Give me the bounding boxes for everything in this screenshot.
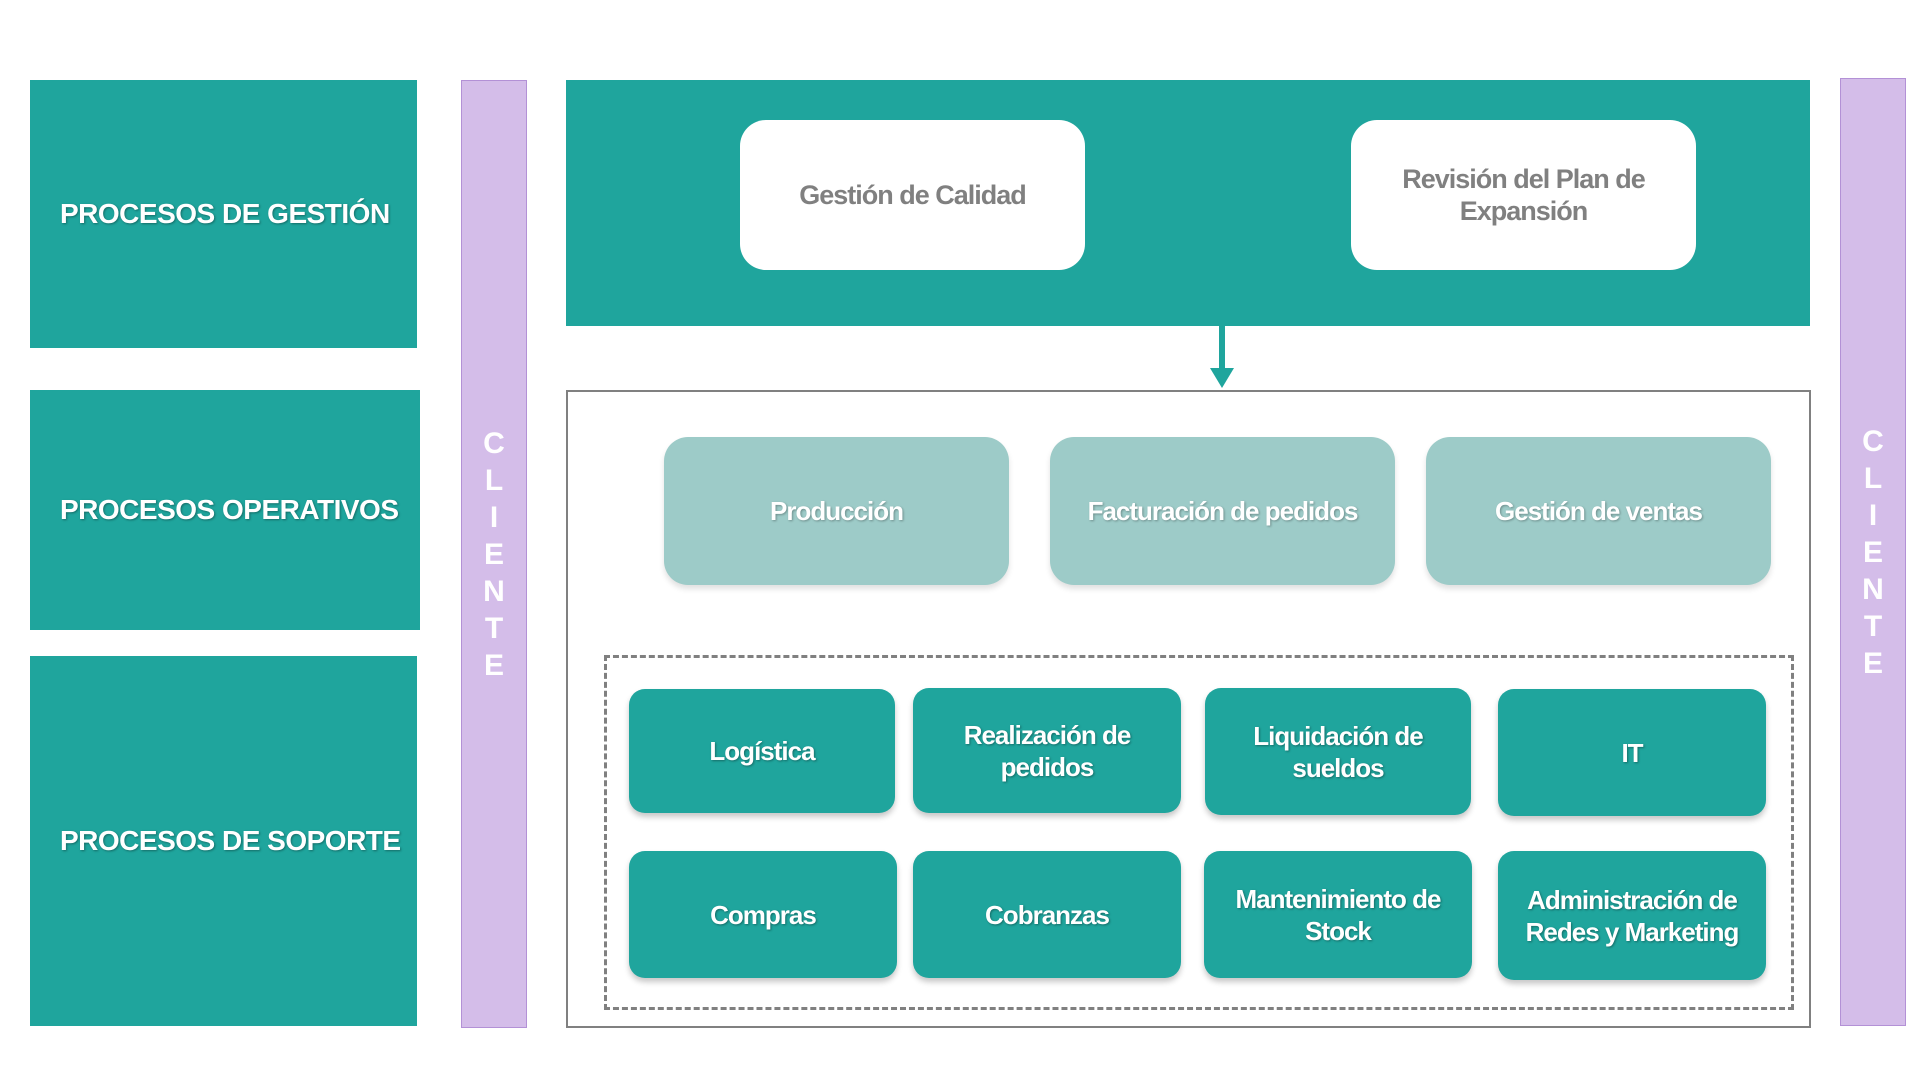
soporte-card-administracion-redes: Administración de Redes y Marketing — [1498, 851, 1766, 980]
soporte-card-label: Compras — [710, 899, 817, 930]
soporte-dashed-group — [604, 655, 1794, 1010]
cliente-letter: I — [489, 500, 499, 534]
soporte-card-realizacion-pedidos: Realización de pedidos — [913, 688, 1181, 813]
cliente-letter: L — [1863, 461, 1883, 495]
cliente-letter: T — [1863, 609, 1883, 643]
cliente-letter: C — [483, 426, 505, 460]
soporte-card-logistica: Logística — [629, 689, 895, 813]
soporte-card-liquidacion-sueldos: Liquidación de sueldos — [1205, 688, 1471, 815]
gestion-card-label: Gestión de Calidad — [799, 180, 1027, 210]
arrow-down-icon — [1210, 326, 1234, 388]
operativo-card-label: Gestión de ventas — [1495, 495, 1703, 526]
cliente-letter: E — [1862, 646, 1883, 680]
cliente-letter: N — [1862, 572, 1884, 606]
cliente-bar-left: C L I E N T E — [461, 80, 527, 1028]
cliente-letter: E — [483, 648, 504, 682]
soporte-card-label: Logística — [709, 736, 815, 766]
soporte-card-label: Administración de Redes y Marketing — [1525, 884, 1740, 947]
soporte-card-it: IT — [1498, 689, 1766, 816]
procesos-soporte-label: PROCESOS DE SOPORTE — [60, 825, 401, 856]
procesos-gestion-label: PROCESOS DE GESTIÓN — [60, 198, 390, 229]
cliente-bar-right: C L I E N T E — [1840, 78, 1906, 1026]
cliente-letter: L — [484, 463, 504, 497]
gestion-card-label: Revisión del Plan de Expansión — [1402, 164, 1646, 226]
soporte-card-cobranzas: Cobranzas — [913, 851, 1181, 978]
operativo-card-gestion-ventas: Gestión de ventas — [1426, 437, 1771, 585]
procesos-gestion-block: PROCESOS DE GESTIÓN — [30, 80, 417, 348]
procesos-operativos-label: PROCESOS OPERATIVOS — [60, 494, 399, 525]
operativo-card-label: Producción — [769, 495, 904, 526]
soporte-card-label: Liquidación de sueldos — [1253, 720, 1423, 783]
operativo-card-label: Facturación de pedidos — [1087, 495, 1359, 526]
procesos-soporte-block: PROCESOS DE SOPORTE — [30, 656, 417, 1026]
soporte-card-mantenimiento-stock: Mantenimiento de Stock — [1204, 851, 1472, 978]
cliente-letter: C — [1862, 424, 1884, 458]
soporte-card-label: IT — [1621, 737, 1643, 768]
cliente-letter: E — [1862, 535, 1883, 569]
cliente-letter: T — [484, 611, 504, 645]
gestion-card-plan-expansion: Revisión del Plan de Expansión — [1351, 120, 1696, 270]
gestion-card-calidad: Gestión de Calidad — [740, 120, 1085, 270]
soporte-card-label: Cobranzas — [985, 899, 1110, 930]
operativo-card-facturacion: Facturación de pedidos — [1050, 437, 1395, 585]
procesos-operativos-block: PROCESOS OPERATIVOS — [30, 390, 420, 630]
operativo-card-produccion: Producción — [664, 437, 1009, 585]
soporte-card-compras: Compras — [629, 851, 897, 978]
soporte-card-label: Mantenimiento de Stock — [1235, 883, 1441, 946]
cliente-letter: N — [483, 574, 505, 608]
cliente-letter: E — [483, 537, 504, 571]
cliente-letter: I — [1868, 498, 1878, 532]
soporte-card-label: Realización de pedidos — [963, 719, 1132, 782]
